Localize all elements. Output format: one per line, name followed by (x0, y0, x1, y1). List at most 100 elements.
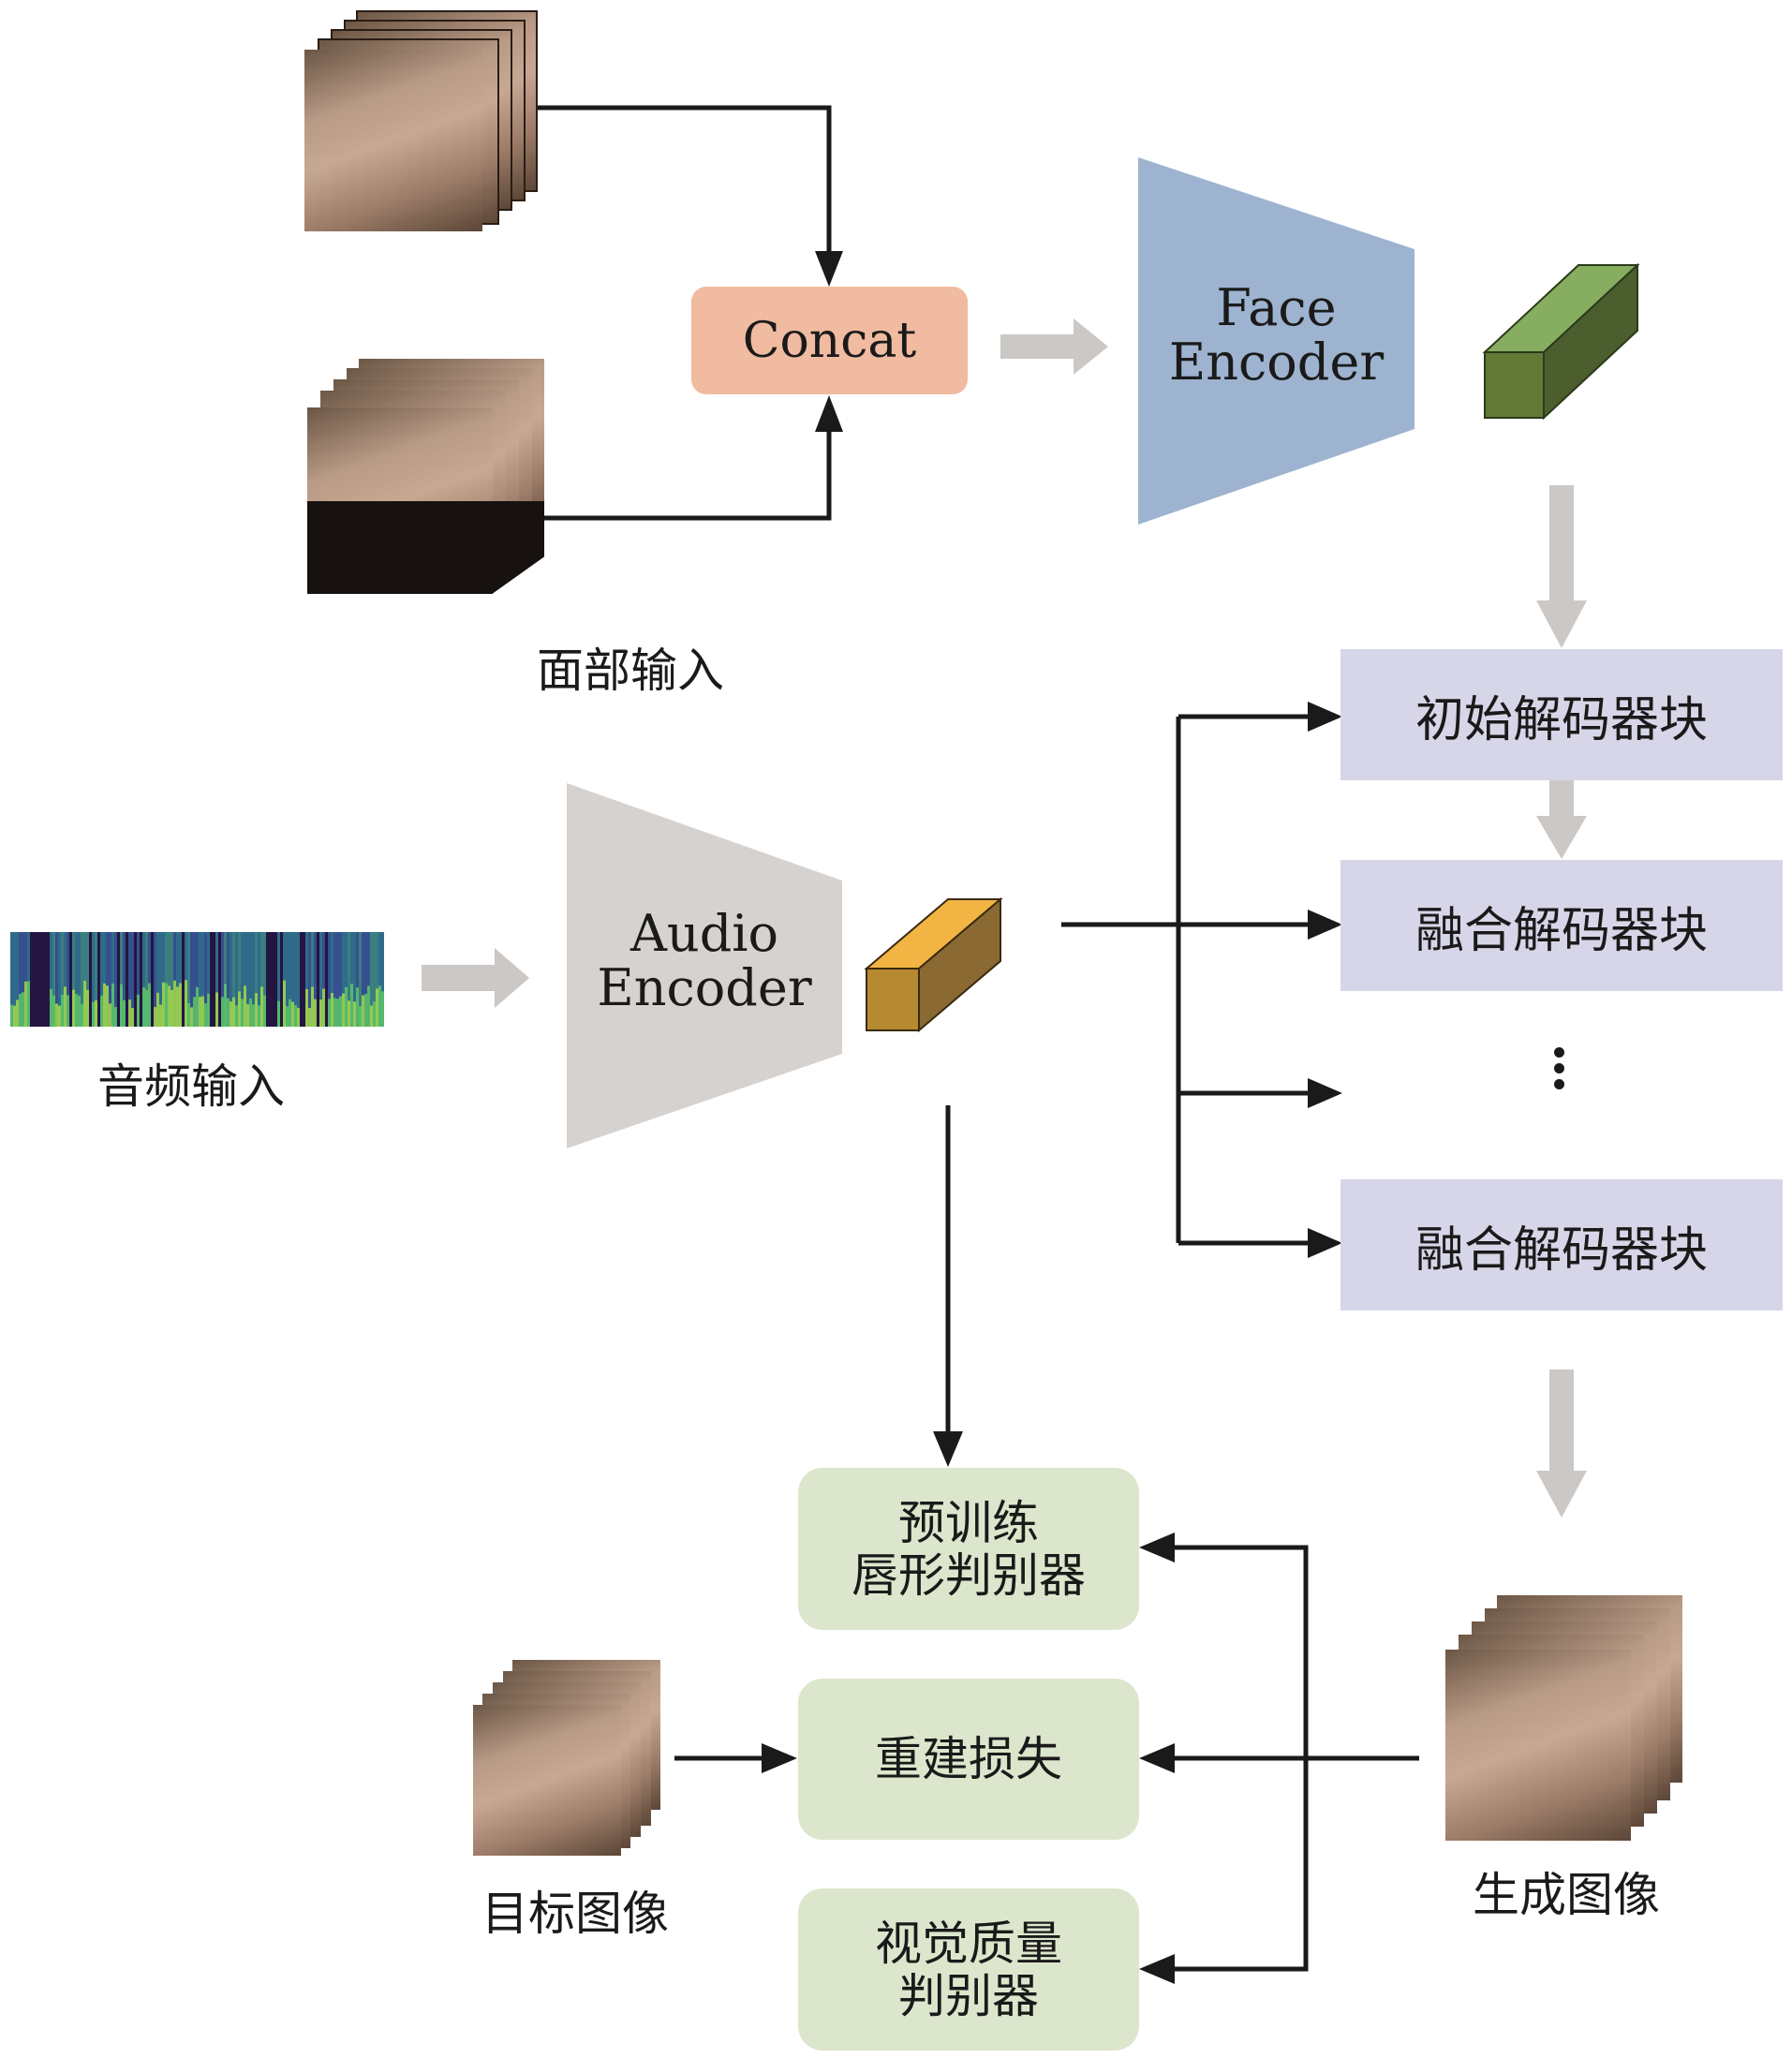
spectrogram-low-band (333, 998, 336, 1027)
spectrogram-low-band (201, 996, 204, 1027)
spectrogram-low-band (193, 997, 196, 1027)
spectrogram-column (176, 932, 179, 1027)
flow-arrow-embedding-to-decoder (1536, 485, 1587, 648)
reconstruction-loss-block: 重建损失 (798, 1679, 1139, 1840)
spectrogram-low-band (373, 1001, 376, 1027)
connector-audio-to-decoder (1061, 714, 1310, 1246)
spectrogram-low-band (305, 988, 308, 1027)
arrowhead-reconstruction-right (762, 1743, 797, 1773)
face-frame-front (304, 50, 482, 231)
audio-encoder-line2: Encoder (597, 958, 812, 1018)
spectrogram-low-band (319, 999, 322, 1027)
spectrogram-low-band (241, 999, 244, 1027)
spectrogram-low-band (72, 989, 75, 1027)
spectrogram-column (336, 932, 339, 1027)
spectrogram-low-band (221, 997, 224, 1027)
spectrogram-low-band (78, 995, 81, 1027)
lip-sync-discriminator-block: 预训练 唇形判别器 (798, 1468, 1139, 1630)
spectrogram-low-band (227, 998, 230, 1027)
spectrogram-low-band (252, 1004, 255, 1027)
spectrogram-column (269, 932, 272, 1027)
spectrogram-low-band (64, 986, 67, 1027)
spectrogram-low-band (314, 999, 317, 1027)
spectrogram-low-band (311, 986, 314, 1027)
spectrogram-low-band (58, 1005, 61, 1027)
spectrogram-column (64, 932, 67, 1027)
flow-arrow-concat-to-encoder (1000, 318, 1108, 375)
spectrogram-low-band (204, 1003, 207, 1027)
spectrogram-low-band (339, 996, 342, 1027)
spectrogram-low-band (22, 992, 24, 1027)
spectrogram-column (364, 932, 367, 1027)
connector-masked-to-concat (544, 431, 832, 521)
spectrogram-column (274, 932, 277, 1027)
spectrogram-low-band (348, 1000, 350, 1027)
spectrogram-column (359, 932, 362, 1027)
spectrogram-low-band (156, 992, 159, 1027)
spectrogram-column (117, 932, 120, 1027)
spectrogram-column (78, 932, 81, 1027)
spectrogram-low-band (16, 999, 19, 1027)
spectrogram-low-band (179, 983, 182, 1027)
spectrogram-column (131, 932, 134, 1027)
spectrogram-column (286, 932, 289, 1027)
face-frame-front (473, 1705, 621, 1856)
generated-image-caption: 生成图像 (1473, 1868, 1660, 1922)
spectrogram-column (325, 932, 328, 1027)
spectrogram-low-band (103, 983, 106, 1027)
spectrogram-column (38, 932, 41, 1027)
spectrogram-column (294, 932, 297, 1027)
spectrogram-column (283, 932, 286, 1027)
spectrogram-low-band (27, 981, 30, 1027)
spectrogram-column (353, 932, 356, 1027)
spectrogram-column (314, 932, 317, 1027)
lip-sync-discriminator-line2: 唇形判别器 (852, 1547, 1086, 1603)
spectrogram-low-band (286, 1006, 289, 1027)
spectrogram-image (10, 932, 384, 1027)
spectrogram-column (114, 932, 117, 1027)
spectrogram-column (100, 932, 103, 1027)
spectrogram-column (97, 932, 100, 1027)
spectrogram-column (196, 932, 199, 1027)
spectrogram-column (328, 932, 331, 1027)
spectrogram-low-band (238, 991, 241, 1027)
audio-embedding-cube (864, 896, 1003, 1033)
spectrogram-column (230, 932, 232, 1027)
spectrogram-low-band (111, 983, 114, 1027)
spectrogram-low-band (142, 986, 145, 1027)
spectrogram-low-band (215, 992, 218, 1027)
spectrogram-column (319, 932, 322, 1027)
spectrogram-column (19, 932, 22, 1027)
spectrogram-column (95, 932, 97, 1027)
spectrogram-low-band (83, 980, 86, 1027)
spectrogram-low-band (356, 987, 359, 1027)
spectrogram-column (123, 932, 126, 1027)
spectrogram-column (308, 932, 311, 1027)
audio-encoder-line1: Audio (629, 904, 779, 963)
spectrogram-column (258, 932, 260, 1027)
spectrogram-column (162, 932, 165, 1027)
spectrogram-low-band (308, 1007, 311, 1027)
spectrogram-low-band (297, 1007, 300, 1027)
spectrogram-low-band (106, 985, 109, 1027)
spectrogram-low-band (187, 1002, 190, 1027)
spectrogram-column (185, 932, 187, 1027)
spectrogram-low-band (170, 989, 173, 1027)
concat-block: Concat (691, 287, 968, 394)
spectrogram-column (52, 932, 55, 1027)
spectrogram-column (291, 932, 294, 1027)
spectrogram-column (151, 932, 154, 1027)
audio-encoder-label: Audio Encoder (567, 904, 842, 1018)
spectrogram-column (317, 932, 319, 1027)
spectrogram-low-band (199, 997, 201, 1027)
spectrogram-column (173, 932, 176, 1027)
spectrogram-low-band (294, 1005, 297, 1027)
spectrogram-column (266, 932, 269, 1027)
arrowhead-down-concat (815, 251, 843, 287)
spectrogram-column (244, 932, 246, 1027)
spectrogram-column (27, 932, 30, 1027)
spectrogram-column (207, 932, 210, 1027)
masked-face-frame-stack (307, 359, 544, 594)
spectrogram-column (297, 932, 300, 1027)
target-face-frame-stack (473, 1660, 660, 1856)
